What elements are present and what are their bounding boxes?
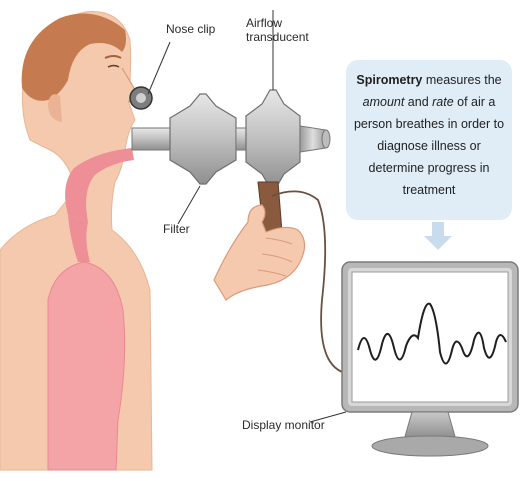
display-monitor-label: Display monitor (242, 418, 325, 432)
info-arrow (424, 222, 452, 250)
display-monitor (310, 262, 518, 456)
nose-clip-label: Nose clip (166, 22, 215, 36)
filter (170, 94, 236, 184)
info-text-2: and (404, 95, 432, 109)
hand (214, 205, 305, 300)
lung (48, 262, 125, 470)
info-rate: rate (432, 95, 454, 109)
cable (272, 191, 350, 374)
airflow-label-line2: transducent (246, 30, 309, 44)
airflow-label-line1: Airflow (246, 16, 309, 30)
airflow-transducer (246, 90, 300, 188)
info-term: Spirometry (356, 73, 422, 87)
info-text-1: measures the (422, 73, 501, 87)
nose-clip (130, 42, 170, 109)
filter-label: Filter (163, 222, 190, 236)
airflow-transducer-label: Airflow transducent (246, 16, 309, 44)
spirometry-info-box: Spirometry measures the amount and rate … (346, 60, 512, 220)
info-text-3: of air a person breathes in order to dia… (354, 95, 504, 197)
info-amount: amount (363, 95, 405, 109)
